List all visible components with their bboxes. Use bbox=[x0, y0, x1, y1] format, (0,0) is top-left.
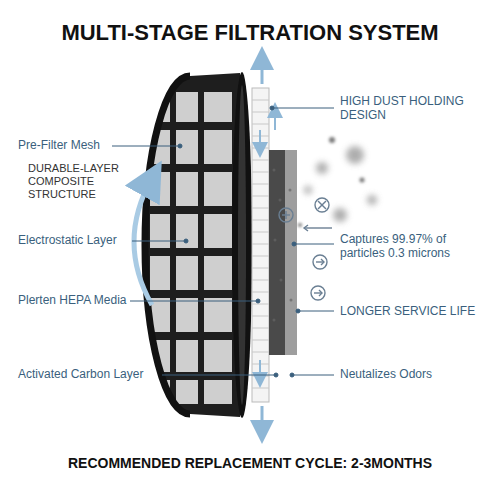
layer-label: Activated Carbon Layer bbox=[18, 367, 160, 381]
feature-label: Neutalizes Odors bbox=[340, 367, 490, 381]
feature-label: LONGER SERVICE LIFE bbox=[340, 304, 495, 318]
diagram-caption: RECOMMENDED REPLACEMENT CYCLE: 2-3MONTHS bbox=[0, 455, 500, 472]
layer-label: Electrostatic Layer bbox=[18, 233, 130, 247]
layer-label: Plerten HEPA Media bbox=[18, 293, 130, 307]
feature-label: HIGH DUST HOLDING DESIGN bbox=[340, 94, 475, 123]
structure-note: DURABLE-LAYER COMPOSITE STRUCTURE bbox=[28, 162, 144, 202]
feature-label: Captures 99.97% of particles 0.3 microns bbox=[340, 232, 490, 261]
layer-label: Pre-Filter Mesh bbox=[18, 138, 128, 152]
diagram-title: MULTI-STAGE FILTRATION SYSTEM bbox=[0, 20, 500, 46]
